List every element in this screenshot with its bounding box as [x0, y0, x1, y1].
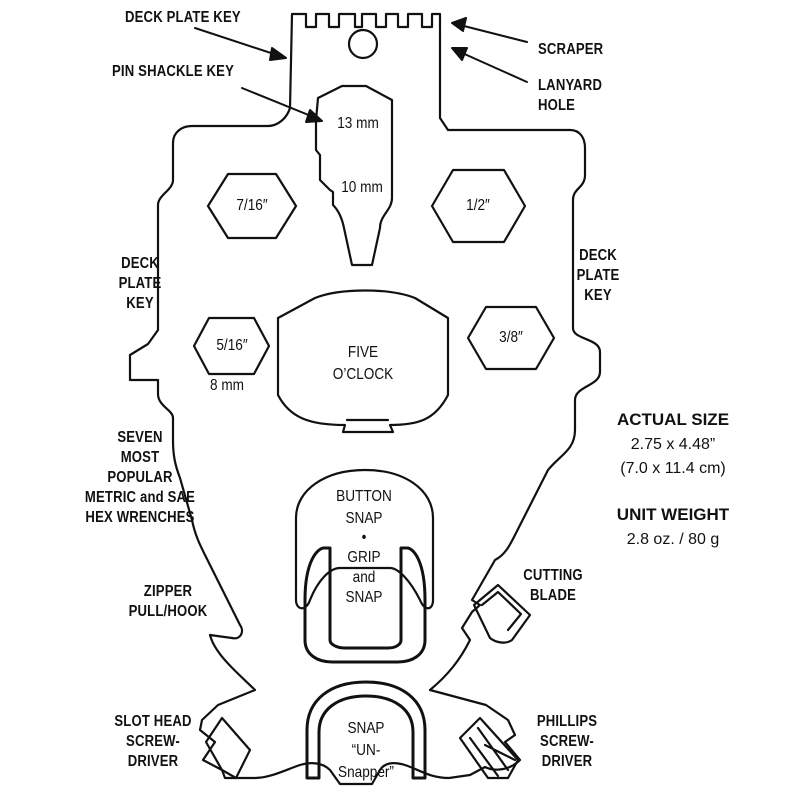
lanyard-hole [347, 28, 379, 60]
label-hex-7-16: 7/16″ [236, 197, 268, 214]
callout-slot-head-line-2: SCREW- [126, 733, 180, 750]
label-un-snapper-line-2: “UN- [351, 742, 381, 759]
label-8mm: 8 mm [210, 377, 244, 394]
callout-phillips-line-1: PHILLIPS [536, 713, 598, 730]
phillips-tip-lines [468, 726, 517, 778]
label-grip-snap-line-1: GRIP [347, 549, 381, 566]
hex-wrench-3-8 [466, 305, 556, 371]
label-hex-1-2: 1/2″ [466, 197, 490, 214]
label-hex-3-8: 3/8″ [499, 329, 523, 346]
label-button-snap: BUTTON SNAP [322, 486, 407, 530]
label-grip-snap: GRIP and SNAP [322, 548, 407, 608]
callout-lanyard-hole-line-1: LANYARD [538, 77, 603, 94]
label-five-oclock-line-2: O’CLOCK [332, 366, 394, 383]
label-un-snapper: SNAP “UN- Snapper” [324, 718, 409, 784]
callout-hex-wrenches-line-2: MOST [120, 449, 160, 466]
unit-weight-value: 2.8 oz. / 80 g [626, 531, 720, 548]
label-grip-snap-line-2: and [352, 569, 376, 586]
phillips-screwdriver [458, 716, 520, 780]
callout-phillips: PHILLIPS SCREW- DRIVER [530, 712, 604, 772]
label-10mm: 10 mm [341, 179, 383, 196]
callout-hex-wrenches-line-5: HEX WRENCHES [85, 509, 195, 526]
callout-lanyard-hole-line-2: HOLE [538, 97, 576, 114]
hex-wrench-5-16 [192, 316, 271, 376]
callout-scraper: SCRAPER [538, 41, 604, 58]
callout-deck-plate-key-top: DECK PLATE KEY [125, 9, 241, 26]
cutting-blade [472, 583, 532, 644]
slot-head-screwdriver [204, 716, 252, 780]
unit-weight-title: UNIT WEIGHT [616, 505, 730, 524]
cutting-blade-inner [480, 590, 523, 632]
actual-size-cm: (7.0 x 11.4 cm) [620, 460, 726, 477]
callout-hex-wrenches-line-4: METRIC and SAE [84, 489, 196, 506]
label-hex-5-16: 5/16″ [216, 337, 248, 354]
callout-phillips-line-3: DRIVER [541, 753, 593, 770]
callout-slot-head-line-3: DRIVER [127, 753, 179, 770]
callout-slot-head: SLOT HEAD SCREW- DRIVER [108, 712, 198, 772]
callout-slot-head-line-1: SLOT HEAD [114, 713, 192, 730]
callout-deck-plate-key-left-line-3: KEY [126, 295, 154, 312]
callout-pin-shackle-key: PIN SHACKLE KEY [112, 63, 235, 80]
pin-shackle-slot [314, 84, 394, 267]
callout-deck-plate-key-right-line-1: DECK [579, 247, 617, 264]
callout-cutting-blade: CUTTING BLADE [516, 566, 590, 606]
callout-deck-plate-key-left-line-2: PLATE [118, 275, 162, 292]
label-un-snapper-line-3: Snapper” [338, 764, 394, 781]
callout-cutting-blade-line-2: BLADE [529, 587, 576, 604]
callout-hex-wrenches-line-1: SEVEN [117, 429, 163, 446]
label-13mm: 13 mm [337, 115, 379, 132]
callout-hex-wrenches: SEVEN MOST POPULAR METRIC and SAE HEX WR… [74, 428, 205, 528]
label-five-oclock: FIVE O’CLOCK [321, 342, 406, 386]
actual-size-title: ACTUAL SIZE [616, 410, 730, 429]
callout-deck-plate-key-right: DECK PLATE KEY [573, 246, 622, 306]
callout-zipper-pull-line-2: PULL/HOOK [128, 603, 208, 620]
label-un-snapper-line-1: SNAP [347, 720, 385, 737]
callout-arrows [194, 17, 528, 123]
grip-snap-u [303, 546, 427, 664]
specs-block: ACTUAL SIZE 2.75 x 4.48” (7.0 x 11.4 cm)… [598, 408, 748, 552]
callout-phillips-line-2: SCREW- [540, 733, 594, 750]
actual-size-inches: 2.75 x 4.48” [630, 436, 716, 453]
label-bullet: • [361, 529, 367, 546]
callout-cutting-blade-line-1: CUTTING [523, 567, 583, 584]
callout-deck-plate-key-left: DECK PLATE KEY [115, 254, 164, 314]
label-grip-snap-line-3: SNAP [345, 589, 383, 606]
label-button-snap-line-2: SNAP [345, 510, 383, 527]
callout-lanyard-hole: LANYARD HOLE [538, 76, 602, 116]
callout-deck-plate-key-right-line-2: PLATE [576, 267, 620, 284]
label-button-snap-line-1: BUTTON [336, 488, 392, 505]
callout-hex-wrenches-line-3: POPULAR [107, 469, 173, 486]
un-snapper-arch [305, 680, 427, 780]
label-five-oclock-line-1: FIVE [347, 344, 379, 361]
hex-wrench-7-16 [206, 172, 298, 240]
tool-body-outline [128, 12, 602, 786]
callout-zipper-pull: ZIPPER PULL/HOOK [127, 582, 209, 622]
hex-wrench-1-2 [430, 168, 527, 244]
callout-deck-plate-key-left-line-1: DECK [121, 255, 159, 272]
five-oclock-cutout [276, 289, 450, 434]
callout-zipper-pull-line-1: ZIPPER [143, 583, 193, 600]
callout-deck-plate-key-right-line-3: KEY [584, 287, 612, 304]
